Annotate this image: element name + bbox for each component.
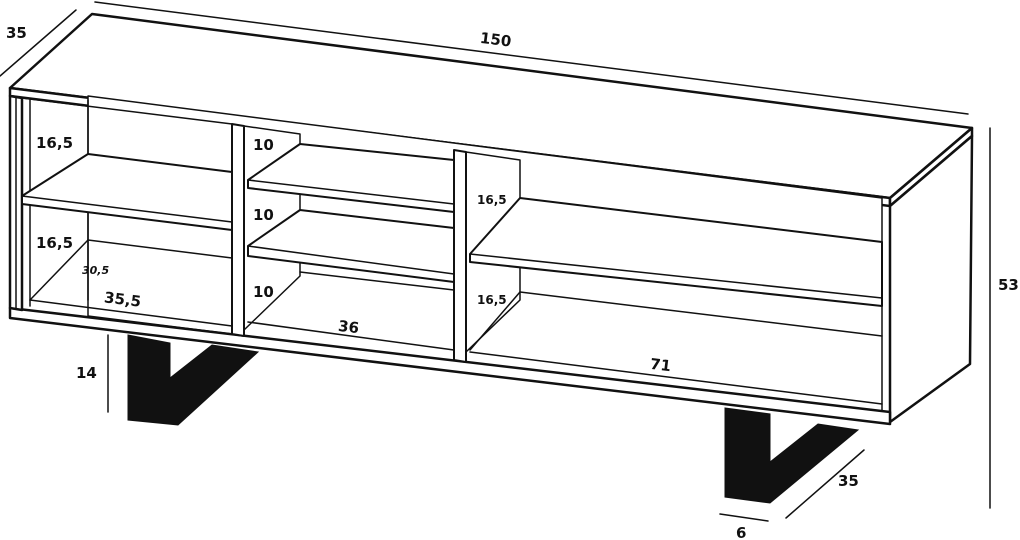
right-side-panel (888, 134, 974, 424)
label-overall-depth-top: 35 (6, 24, 27, 42)
divider-left (231, 123, 245, 337)
right-shelf-upper (469, 197, 883, 307)
label-left-inner-depth: 30,5 (82, 264, 109, 277)
left-shelf-upper (21, 153, 233, 231)
label-middle-shelf-1: 10 (253, 136, 274, 154)
cabinet-body (8, 12, 974, 426)
label-overall-height: 53 (998, 276, 1019, 294)
label-middle-shelf-2: 10 (253, 206, 274, 224)
label-left-inner-width: 35,5 (103, 288, 142, 310)
bottom-board-front (8, 306, 892, 426)
label-left-shelf-bottom: 16,5 (36, 234, 73, 252)
label-right-inner-width: 71 (649, 355, 672, 375)
label-middle-inner-width: 36 (337, 317, 360, 337)
label-right-shelf-bottom: 16,5 (477, 293, 507, 307)
label-right-shelf-top: 16,5 (477, 193, 507, 207)
right-leg (724, 407, 860, 504)
label-middle-shelf-3: 10 (253, 283, 274, 301)
left-leg (127, 334, 260, 426)
dimension-lines (0, 1, 991, 522)
divider-right (453, 149, 467, 363)
label-leg-height: 14 (76, 364, 97, 382)
middle-shelf-1 (247, 143, 455, 213)
dimension-labels: 150 35 53 14 35 6 16,5 16,5 30,5 35,5 10… (6, 24, 1019, 540)
middle-shelf-2 (247, 209, 455, 283)
label-leg-width: 6 (736, 524, 746, 540)
label-overall-width: 150 (479, 29, 512, 51)
label-left-shelf-top: 16,5 (36, 134, 73, 152)
label-leg-depth: 35 (838, 472, 859, 490)
